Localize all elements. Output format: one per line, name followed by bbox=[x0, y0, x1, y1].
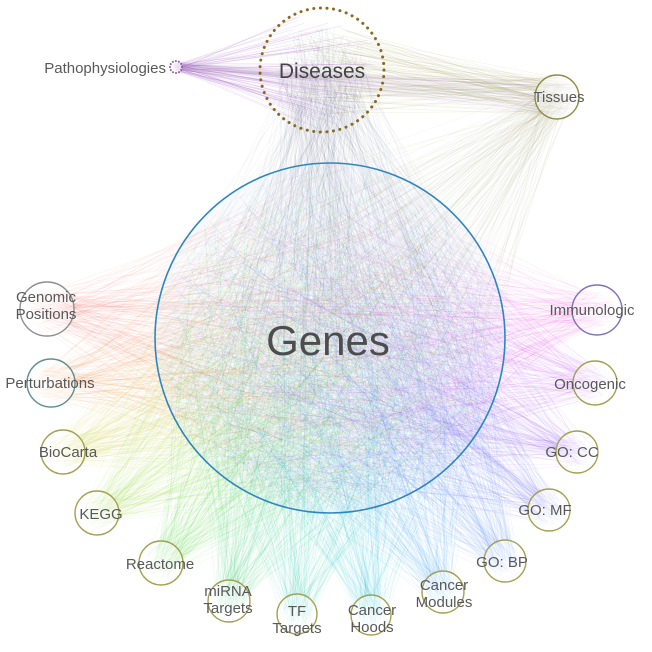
label-oncogenic: Oncogenic bbox=[554, 376, 626, 393]
node-biocarta[interactable] bbox=[40, 429, 86, 475]
edge-bundle-pathophysiologies-diseases bbox=[171, 16, 375, 130]
label-pathophysiologies: Pathophysiologies bbox=[44, 60, 166, 77]
label-go-mf: GO: MF bbox=[518, 502, 571, 519]
label-immunologic: Immunologic bbox=[549, 302, 635, 319]
edge-bundle-genomic-positions-genes bbox=[27, 169, 498, 498]
label-genes: Genes bbox=[266, 317, 390, 364]
node-labels: Genes Diseases PathophysiologiesTissuesGen… bbox=[5, 60, 635, 637]
edge-bundle-diseases-genes bbox=[160, 25, 497, 507]
node-tf-targets[interactable] bbox=[276, 593, 318, 635]
label-reactome: Reactome bbox=[126, 556, 194, 573]
edge-bundle-immunologic-genes bbox=[174, 182, 614, 502]
edge-bundle-cancer-modules-genes bbox=[171, 174, 498, 608]
node-perturbations[interactable] bbox=[26, 358, 76, 408]
edge-bundle-tissues-genes bbox=[162, 81, 574, 500]
node-immunologic[interactable] bbox=[571, 284, 623, 336]
node-kegg[interactable] bbox=[74, 490, 120, 536]
edge-bundle-kegg-genes bbox=[82, 179, 493, 529]
node-mirna-targets[interactable] bbox=[207, 579, 251, 623]
edge-bundle-cancer-hoods-genes bbox=[167, 172, 491, 630]
node-go-mf[interactable] bbox=[527, 488, 571, 532]
node-genes[interactable] bbox=[154, 162, 506, 514]
edge-bundle-go-bp-genes bbox=[164, 175, 521, 577]
edge-bundle-biocarta-genes bbox=[47, 179, 497, 498]
edge-bundle-pathophysiologies-tissues bbox=[171, 62, 575, 116]
edge-bundle-tf-targets-genes bbox=[165, 170, 486, 629]
label-go-cc: GO: CC bbox=[545, 444, 599, 461]
node-cancer-hoods[interactable] bbox=[350, 594, 392, 636]
node-go-bp[interactable] bbox=[483, 539, 527, 583]
node-diseases[interactable] bbox=[258, 6, 386, 134]
node-tissues[interactable] bbox=[534, 74, 580, 120]
node-go-cc[interactable] bbox=[555, 430, 599, 474]
label-go-bp: GO: BP bbox=[476, 554, 528, 571]
nodes bbox=[19, 6, 623, 636]
edge-bundle-go-mf-genes bbox=[170, 176, 565, 526]
node-reactome[interactable] bbox=[138, 540, 184, 586]
edge-bundle-oncogenic-genes bbox=[163, 178, 612, 501]
edge-bundle-perturbations-genes bbox=[33, 183, 496, 503]
edge-bundle-mirna-targets-genes bbox=[171, 173, 485, 617]
label-kegg: KEGG bbox=[79, 506, 122, 523]
node-cancer-modules[interactable] bbox=[421, 570, 465, 614]
node-oncogenic[interactable] bbox=[572, 360, 618, 406]
edge-bundle-diseases-tissues bbox=[280, 26, 577, 116]
node-genomic-positions[interactable] bbox=[19, 281, 75, 337]
label-diseases: Diseases bbox=[279, 60, 365, 83]
label-perturbations: Perturbations bbox=[5, 375, 94, 392]
edge-bundle-go-cc-genes bbox=[163, 179, 593, 493]
edge-bundles bbox=[27, 16, 614, 630]
label-tissues: Tissues bbox=[533, 89, 584, 106]
node-pathophysiologies[interactable] bbox=[169, 60, 183, 74]
label-biocarta: BioCarta bbox=[39, 444, 98, 461]
